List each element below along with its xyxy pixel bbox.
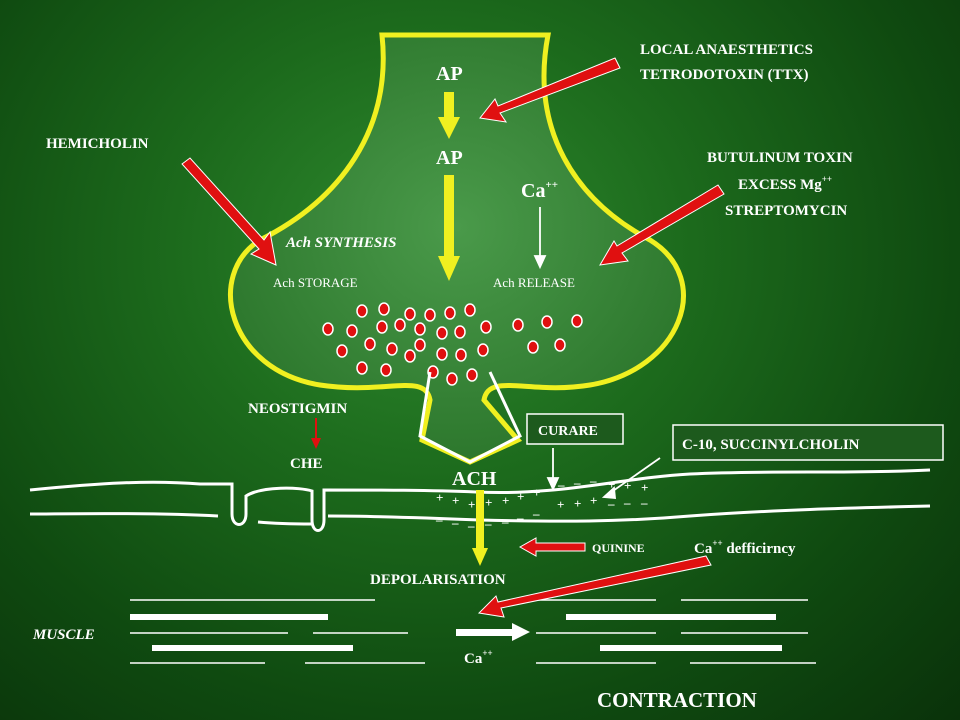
svg-text:+: + [485,495,492,510]
svg-text:–: – [435,512,443,527]
membrane-charges: + + + + + + + + + + + + + – – – – – – – … [435,473,648,533]
ach-release-label: Ach RELEASE [493,275,575,290]
svg-text:–: – [501,514,509,529]
svg-text:–: – [451,515,459,530]
svg-text:+: + [436,490,443,505]
svg-text:+: + [517,489,524,504]
quinine-label: QUININE [592,541,645,555]
che-label: CHE [290,456,323,472]
ca-deficiency-arrow [477,555,712,618]
muscle-membrane-lower [29,504,931,526]
local-anaesthetics-arrow [479,57,621,123]
ap-mid-label: AP [436,147,463,169]
svg-text:+: + [590,493,597,508]
svg-text:–: – [516,510,524,525]
ach-synthesis-label: Ach SYNTHESIS [285,235,396,251]
excess-mg-label: EXCESS Mg++ [738,174,832,193]
curare-box [526,413,624,445]
inhibitor-arrows [181,57,725,618]
butulinum-arrow [599,184,725,266]
svg-text:+: + [574,496,581,511]
ap-top-label: AP [436,63,463,85]
contraction-label: CONTRACTION [597,688,757,712]
ttx-label: TETRODOTOXIN (TTX) [640,67,809,83]
svg-text:+: + [452,493,459,508]
depolarisation-arrow [472,490,488,566]
depolarisation-label: DEPOLARISATION [370,572,506,588]
ach-vesicles [322,302,583,386]
muscle-label: MUSCLE [32,627,95,643]
svg-text:–: – [467,518,475,533]
ach-label: ACH [452,468,497,490]
c10-label: C-10, SUCCINYLCHOLIN [682,437,860,453]
svg-text:+: + [608,477,615,492]
svg-text:–: – [573,475,581,490]
quinine-arrow [518,537,586,557]
streptomycin-label: STREPTOMYCIN [725,203,847,219]
muscle-membrane-upper [29,468,931,532]
hemicholin-arrow [181,157,277,266]
local-anaesthetics-label: LOCAL ANAESTHETICS [640,42,813,58]
svg-text:–: – [532,506,540,521]
ca-muscle-arrow [456,623,530,641]
ap-arrows [438,92,460,281]
thin-arrows [533,207,661,499]
svg-text:–: – [623,495,631,510]
svg-text:+: + [468,497,475,512]
ach-storage-label: Ach STORAGE [273,275,358,290]
ach-release-arrow [418,371,522,464]
curare-label: CURARE [538,424,598,439]
svg-text:+: + [624,478,631,493]
svg-text:–: – [607,496,615,511]
svg-text:+: + [533,485,540,500]
hemicholin-label: HEMICHOLIN [46,136,149,152]
muscle-fibres [130,599,816,664]
svg-text:+: + [641,480,648,495]
c10-box [672,424,944,461]
ca-terminal-label: Ca++ [521,179,558,202]
svg-text:+: + [557,497,564,512]
svg-text:–: – [557,477,565,492]
neostigmin-label: NEOSTIGMIN [248,401,347,417]
neostigmin-arrow [311,418,321,449]
svg-text:–: – [589,473,597,488]
svg-text:–: – [640,495,648,510]
svg-text:+: + [502,493,509,508]
butulinum-label: BUTULINUM TOXIN [707,150,853,166]
svg-text:–: – [484,516,492,531]
ca-deficiency-label: Ca++ defficirncy [694,538,796,557]
ca-muscle-label: Ca++ [464,648,493,667]
